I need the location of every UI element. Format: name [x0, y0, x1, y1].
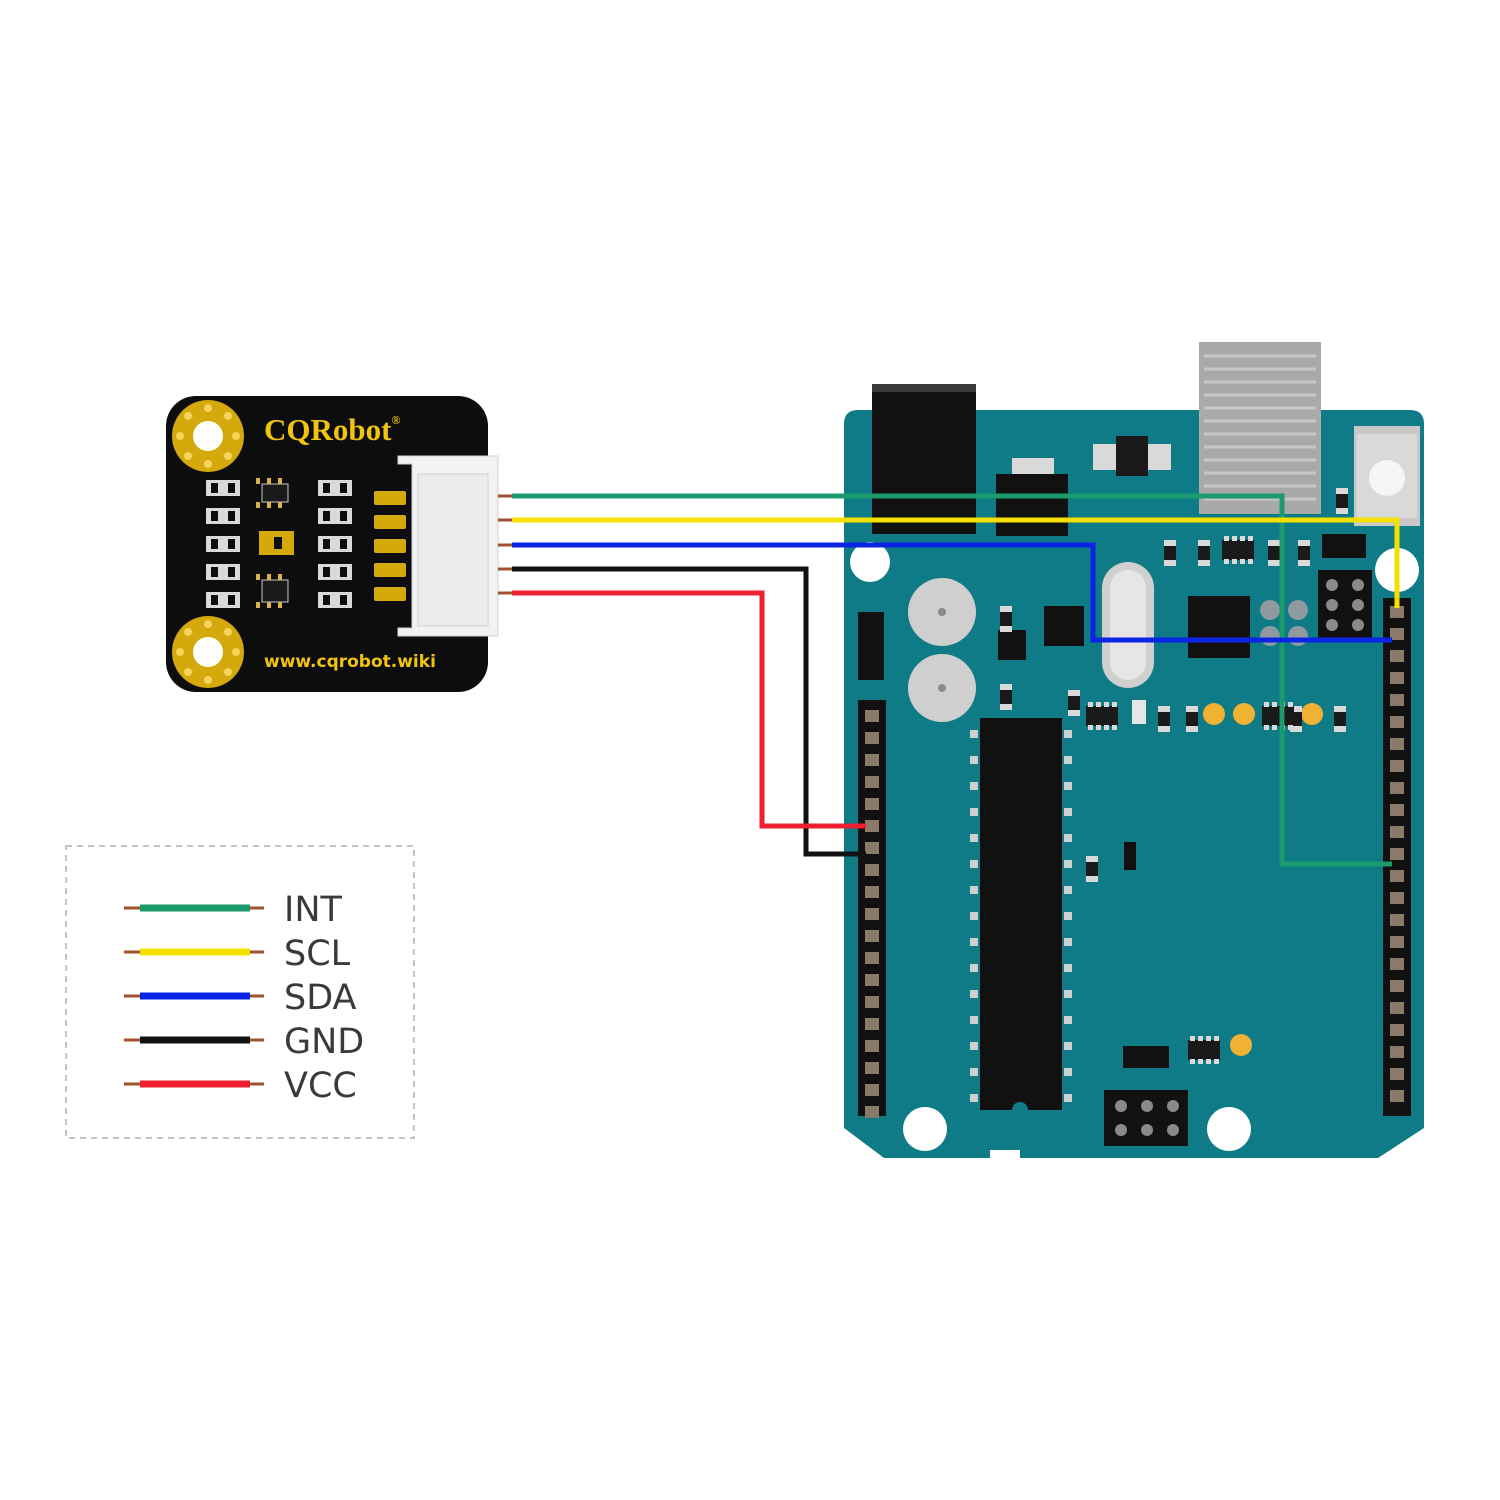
voltage-regulator [996, 436, 1171, 536]
wire-gnd [498, 566, 866, 857]
status-leds [1132, 700, 1323, 1056]
wire-sda [498, 542, 1392, 643]
wire-vcc [498, 590, 866, 829]
legend-label-sda: SDA [284, 978, 357, 1018]
legend-label-scl: SCL [284, 934, 351, 974]
icsp-header-bottom [1104, 1090, 1188, 1146]
legend-label-gnd: GND [284, 1022, 364, 1062]
registered-mark: ® [391, 413, 400, 427]
board-hole-top-left [850, 542, 890, 582]
connector-housing [397, 455, 499, 637]
module-url: www.cqrobot.wiki [264, 652, 436, 672]
legend-item-int: INT [124, 890, 343, 930]
smd-components [206, 478, 352, 608]
legend-label-vcc: VCC [284, 1066, 357, 1106]
usb-port [1199, 342, 1321, 514]
header-pads [374, 491, 406, 601]
icsp-header-top [1318, 570, 1372, 640]
crystal [1102, 562, 1154, 688]
legend-item-gnd: GND [124, 1022, 364, 1062]
board-hole-bottom-right [1207, 1107, 1251, 1151]
reset-button [1354, 426, 1420, 526]
small-chips [858, 534, 1366, 1068]
board-hole-bottom-left [903, 1107, 947, 1151]
power-jack [872, 384, 976, 534]
arduino-board [844, 342, 1424, 1158]
capacitors [908, 578, 976, 722]
module-brand: CQRobot [264, 412, 392, 447]
wire-scl [498, 517, 1400, 608]
legend-frame [65, 845, 415, 1139]
sensor-module: CQRobot® www.cqrobot.wiki [166, 396, 499, 692]
legend-item-sda: SDA [124, 978, 357, 1018]
atmega-chip [970, 718, 1072, 1110]
resistor-arrays [1000, 488, 1348, 1064]
mounting-hole-bottom [172, 616, 244, 688]
legend-item-scl: SCL [124, 934, 351, 974]
svg-text:CQRobot®: CQRobot® [264, 412, 400, 447]
header-right [1383, 598, 1411, 1116]
legend-item-vcc: VCC [124, 1066, 357, 1106]
mounting-hole-top [172, 400, 244, 472]
wires [498, 493, 1400, 867]
wire-int [498, 493, 1392, 867]
legend-label-int: INT [284, 890, 343, 930]
header-left [858, 700, 886, 1118]
